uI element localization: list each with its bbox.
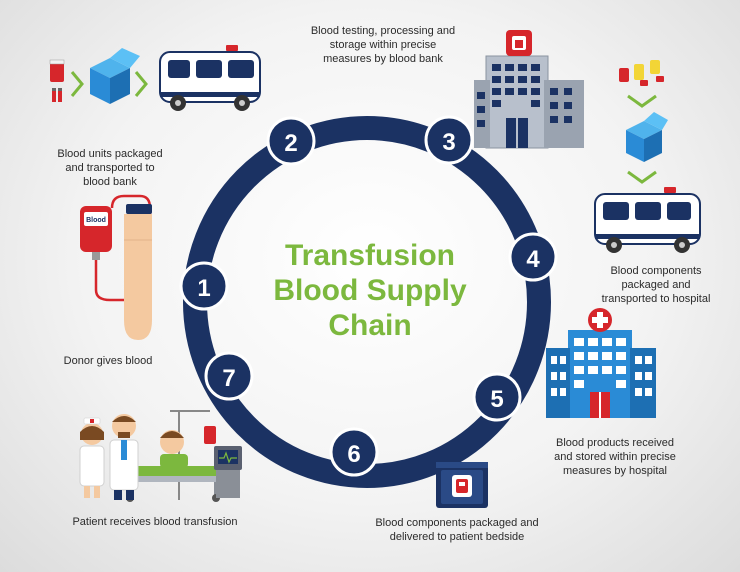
van-icon — [594, 187, 701, 253]
package-box-icon — [90, 48, 140, 104]
chevron-right-icon — [134, 71, 148, 97]
van-icon — [159, 45, 261, 111]
svg-text:4: 4 — [526, 246, 540, 273]
diagram-title: Transfusion Blood Supply Chain — [230, 238, 510, 343]
svg-text:3: 3 — [442, 129, 455, 156]
patient-bed-icon — [120, 410, 242, 502]
blood-donation-icon: Blood — [80, 194, 152, 340]
step-badge-7: 7 — [204, 351, 254, 401]
svg-text:7: 7 — [222, 365, 235, 392]
chevron-down-icon — [627, 94, 657, 108]
title-line-3: Chain — [328, 309, 412, 342]
title-line-1: Transfusion — [284, 239, 456, 272]
step-5-caption: Blood products received and stored withi… — [554, 437, 676, 477]
step-6-caption: Blood components packaged and delivered … — [375, 517, 539, 543]
title-line-2: Blood Supply — [273, 274, 467, 307]
step-3-caption: Blood testing, processing and storage wi… — [310, 25, 456, 65]
svg-text:6: 6 — [347, 441, 360, 468]
svg-text:2: 2 — [284, 130, 297, 157]
step-badge-3: 3 — [424, 115, 474, 165]
nurse-icon — [79, 417, 105, 498]
step-2-caption: Blood units packaged and transported to … — [57, 148, 163, 188]
blood-bags-icon — [619, 60, 664, 86]
step-badge-6: 6 — [329, 427, 379, 477]
hospital-building-icon — [546, 308, 656, 418]
svg-text:Blood: Blood — [86, 217, 106, 224]
package-box-icon — [626, 112, 668, 162]
svg-text:1: 1 — [197, 275, 210, 302]
svg-text:5: 5 — [490, 386, 503, 413]
step-1-caption: Donor gives blood — [63, 355, 153, 367]
cooler-box-icon — [436, 462, 488, 508]
blood-tubes-icon — [49, 59, 65, 102]
blood-bank-building-icon — [474, 30, 584, 149]
chevron-right-icon — [70, 71, 84, 97]
step-badge-2: 2 — [266, 116, 316, 166]
doctor-icon — [109, 414, 139, 500]
step-badge-4: 4 — [508, 232, 558, 282]
step-7-caption: Patient receives blood transfusion — [72, 516, 238, 528]
step-badge-1: 1 — [179, 261, 229, 311]
chevron-down-icon — [627, 170, 657, 184]
step-4-caption: Blood components packaged and transporte… — [601, 265, 711, 305]
step-badge-5: 5 — [472, 372, 522, 422]
